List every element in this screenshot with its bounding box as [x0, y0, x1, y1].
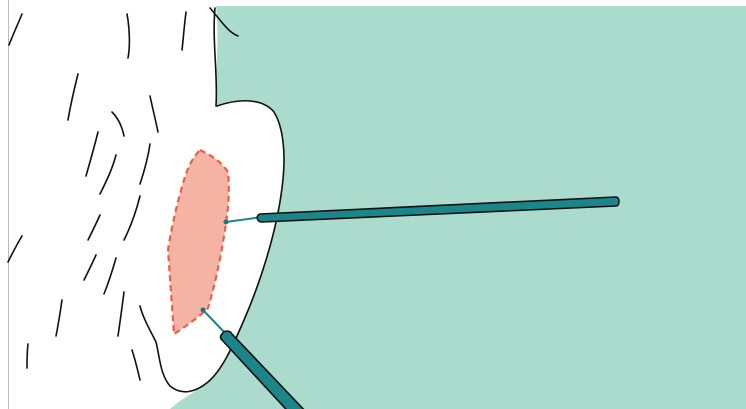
instrument-upper-tip — [224, 220, 229, 225]
lesion-area — [168, 150, 229, 334]
instrument-lower-tip — [201, 308, 206, 313]
hair-strands — [8, 12, 186, 380]
head-outline-lower — [214, 8, 216, 106]
instrument-lower-wire — [203, 310, 226, 334]
